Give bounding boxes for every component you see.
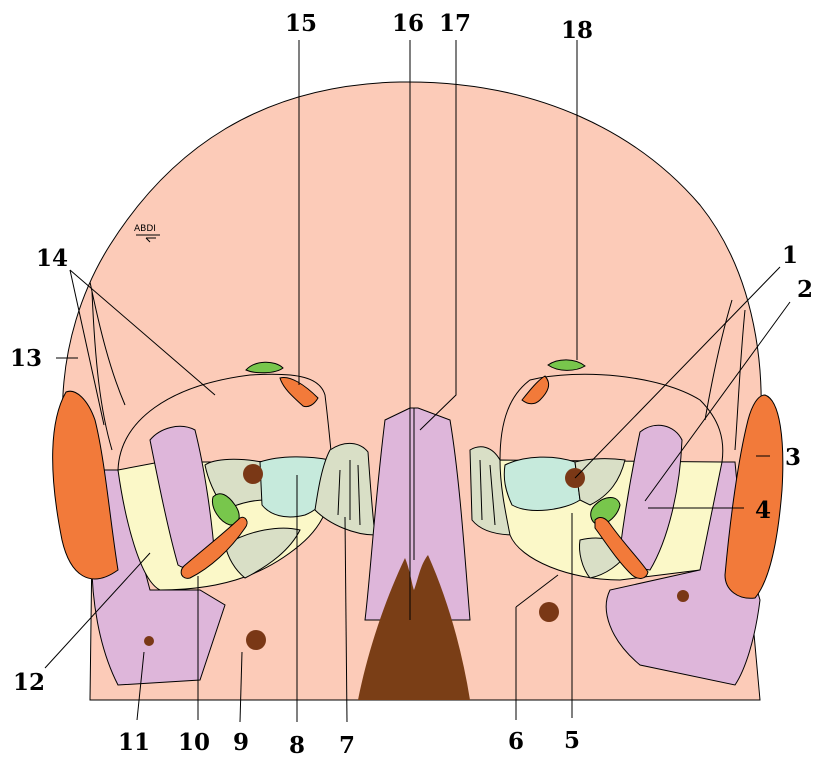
label-3: 3 bbox=[785, 444, 801, 471]
label-1: 1 bbox=[782, 242, 798, 269]
left-supraorbital-foramen-dot bbox=[243, 464, 263, 484]
label-2: 2 bbox=[797, 276, 813, 303]
label-8: 8 bbox=[289, 732, 305, 759]
label-11: 11 bbox=[118, 729, 150, 756]
label-5: 5 bbox=[564, 727, 580, 754]
label-17: 17 bbox=[439, 10, 471, 37]
label-13: 13 bbox=[10, 345, 42, 372]
label-14: 14 bbox=[36, 245, 68, 272]
label-10: 10 bbox=[178, 729, 210, 756]
label-15: 15 bbox=[285, 10, 317, 37]
left-zygomaticofacial-dot bbox=[144, 636, 154, 646]
label-12: 12 bbox=[13, 669, 45, 696]
label-6: 6 bbox=[508, 728, 524, 755]
label-16: 16 bbox=[392, 10, 424, 37]
label-18: 18 bbox=[561, 17, 593, 44]
label-7: 7 bbox=[339, 732, 355, 759]
left-infraorbital-foramen-dot bbox=[246, 630, 266, 650]
label-9: 9 bbox=[233, 729, 249, 756]
right-zygomaticofacial-dot bbox=[677, 590, 689, 602]
svg-text:ABDI: ABDI bbox=[134, 224, 156, 234]
label-4: 4 bbox=[755, 497, 771, 524]
right-infraorbital-foramen-dot bbox=[539, 602, 559, 622]
